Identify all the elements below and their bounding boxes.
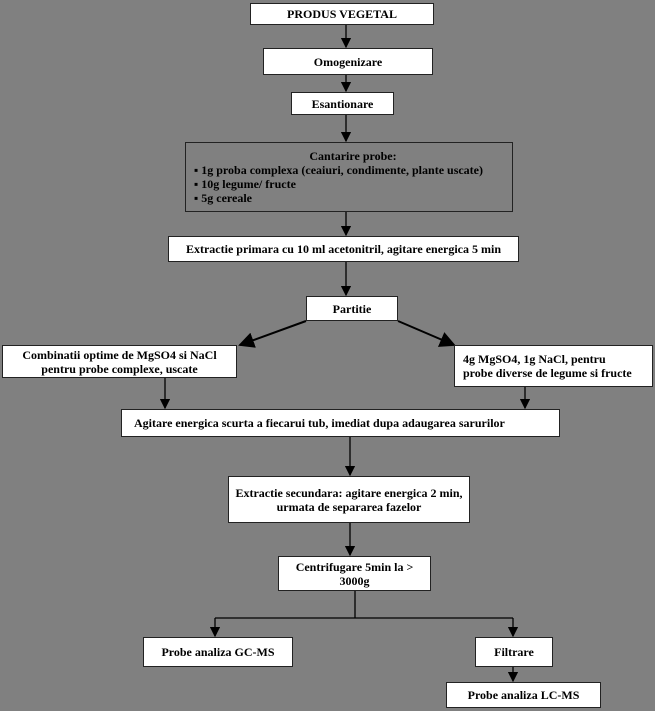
node-cantarire-probe: Cantarire probe: ▪ 1g proba complexa (ce… xyxy=(185,142,513,212)
node-label: Probe analiza GC-MS xyxy=(161,645,275,659)
node-label: PRODUS VEGETAL xyxy=(287,7,397,21)
node-partitie: Partitie xyxy=(306,296,398,321)
node-esantionare: Esantionare xyxy=(291,92,394,115)
node-label: 3000g xyxy=(339,573,370,588)
node-label: 4g MgSO4, 1g NaCl, pentru xyxy=(463,352,606,366)
node-label: Extractie primara cu 10 ml acetonitril, … xyxy=(185,242,502,256)
list-item: ▪ 1g proba complexa (ceaiuri, condimente… xyxy=(194,163,484,177)
node-label: probe diverse de legume si fructe xyxy=(463,366,632,380)
node-centrifugare: Centrifugare 5min la > 3000g xyxy=(278,556,431,591)
list-item: ▪ 5g cereale xyxy=(194,191,253,205)
node-label: Extractie secundara: agitare energica 2 … xyxy=(235,485,463,500)
node-extractie-secundara: Extractie secundara: agitare energica 2 … xyxy=(228,476,470,523)
node-gcms: Probe analiza GC-MS xyxy=(143,637,293,667)
arrow xyxy=(397,320,456,347)
node-produs-vegetal: PRODUS VEGETAL xyxy=(250,3,434,25)
node-extractie-primara: Extractie primara cu 10 ml acetonitril, … xyxy=(168,236,519,262)
node-label: Combinatii optime de MgSO4 si NaCl xyxy=(22,347,217,362)
node-combinatii-optime: Combinatii optime de MgSO4 si NaCl pentr… xyxy=(2,345,237,378)
node-agitare: Agitare energica scurta a fiecarui tub, … xyxy=(121,409,560,437)
node-omogenizare: Omogenizare xyxy=(263,48,433,75)
arrow xyxy=(238,320,307,348)
node-label: Omogenizare xyxy=(313,54,383,69)
node-label: Agitare energica scurta a fiecarui tub, … xyxy=(134,416,505,430)
node-label: Esantionare xyxy=(311,96,374,111)
node-probe-diverse: 4g MgSO4, 1g NaCl, pentru probe diverse … xyxy=(454,345,653,387)
node-label: pentru probe complexe, uscate xyxy=(41,361,198,376)
node-label: Centrifugare 5min la > xyxy=(295,559,414,574)
node-label: Filtrare xyxy=(494,645,534,659)
node-label: Probe analiza LC-MS xyxy=(467,688,580,702)
list-item: ▪ 10g legume/ fructe xyxy=(194,177,296,191)
node-label: urmata de separarea fazelor xyxy=(276,499,422,514)
node-filtrare: Filtrare xyxy=(475,637,553,667)
node-lcms: Probe analiza LC-MS xyxy=(446,682,601,708)
node-label: Partitie xyxy=(332,301,372,316)
node-title: Cantarire probe: xyxy=(309,149,397,163)
